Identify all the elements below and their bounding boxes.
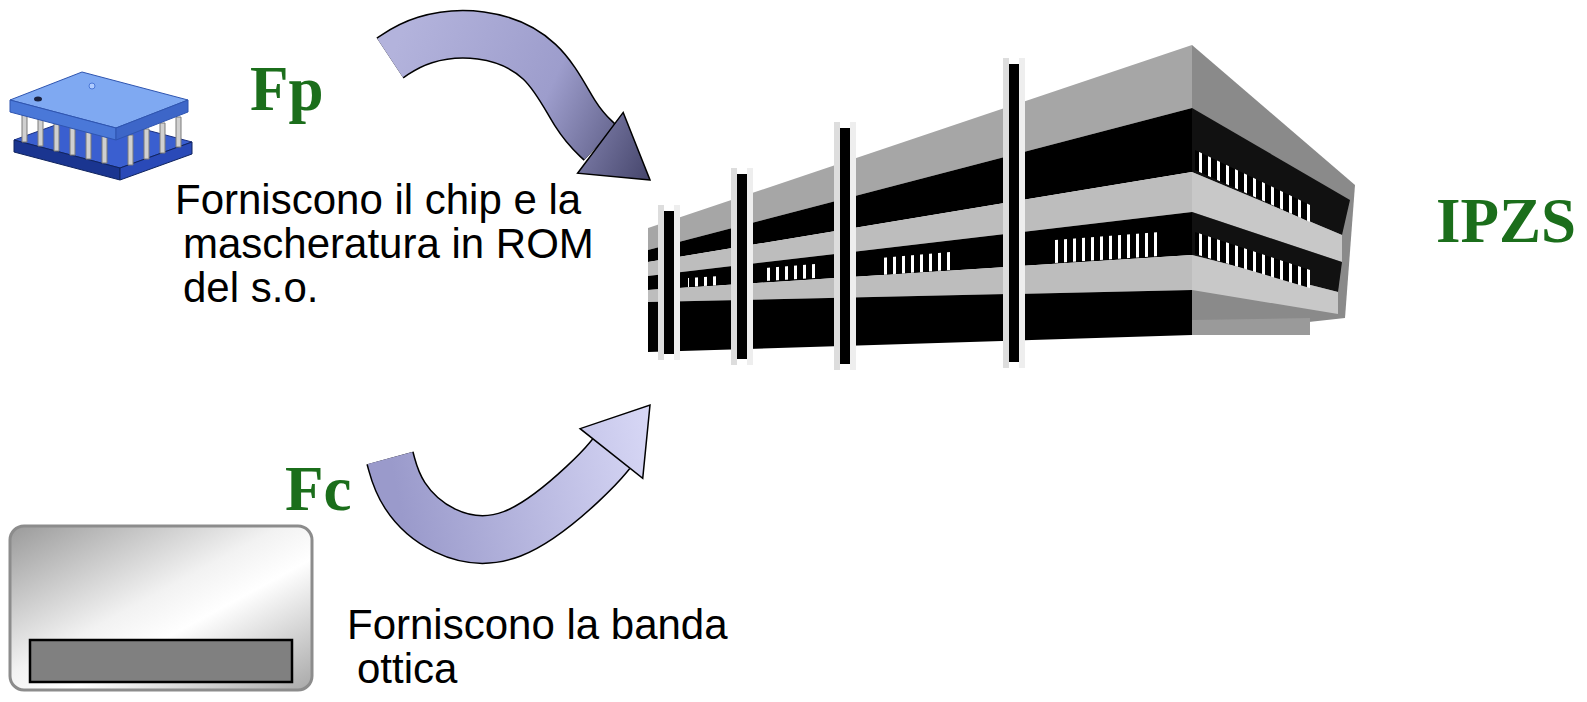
- window-row: [765, 264, 815, 281]
- supplier-code: Fc: [285, 458, 757, 521]
- chip-dot: [89, 83, 95, 89]
- supplier-group: FpForniscono il chip e la mascheratura i…: [170, 58, 615, 310]
- building-band: [648, 290, 1192, 352]
- pillar-face: [658, 205, 664, 360]
- pillar-face: [674, 205, 680, 360]
- pillar-face: [834, 122, 840, 370]
- pillar-face: [840, 128, 850, 364]
- building-side: [1192, 45, 1355, 335]
- arrow-outline: [390, 34, 600, 142]
- window-row: [880, 252, 950, 275]
- chip-dot: [34, 97, 42, 102]
- pillar-face: [737, 174, 747, 359]
- facility-group: IPZS: [650, 40, 1582, 375]
- description-text: Forniscono la banda ottica: [347, 603, 757, 691]
- chip-side: [10, 100, 116, 140]
- pillar-face: [1009, 64, 1019, 362]
- facility-name: IPZS: [1436, 190, 1576, 253]
- pillar-face: [850, 122, 856, 370]
- pillar-face: [747, 168, 753, 365]
- arrow-body: [390, 454, 611, 540]
- description-text: Forniscono il chip e la mascheratura in …: [170, 178, 615, 310]
- window-row: [688, 276, 720, 287]
- building-illustration: [648, 45, 1355, 370]
- pillar-face: [664, 211, 674, 354]
- supplier-group: FcForniscono la banda ottica: [282, 458, 757, 691]
- pillar: [834, 122, 856, 370]
- pillar: [731, 168, 753, 365]
- arrow-head: [578, 112, 650, 180]
- supplier-code: Fp: [250, 58, 615, 121]
- chip-icon: [10, 72, 192, 180]
- card-body: [10, 526, 312, 690]
- card-stripe: [30, 640, 292, 682]
- arrow-body: [390, 34, 600, 142]
- flow-arrow: [390, 405, 650, 539]
- arrow-outline: [390, 454, 611, 540]
- chip-side: [116, 100, 188, 140]
- card-icon: [10, 526, 312, 690]
- pillar-face: [1003, 58, 1009, 368]
- pillar-face: [731, 168, 737, 365]
- pillar-face: [1019, 58, 1025, 368]
- flow-arrow: [390, 34, 650, 180]
- arrow-head: [580, 405, 650, 478]
- pillar: [1003, 58, 1025, 368]
- window-row: [1195, 232, 1310, 288]
- building-base: [1192, 318, 1310, 335]
- window-row: [1195, 150, 1310, 222]
- pillar: [658, 205, 680, 360]
- window-row: [1055, 232, 1160, 263]
